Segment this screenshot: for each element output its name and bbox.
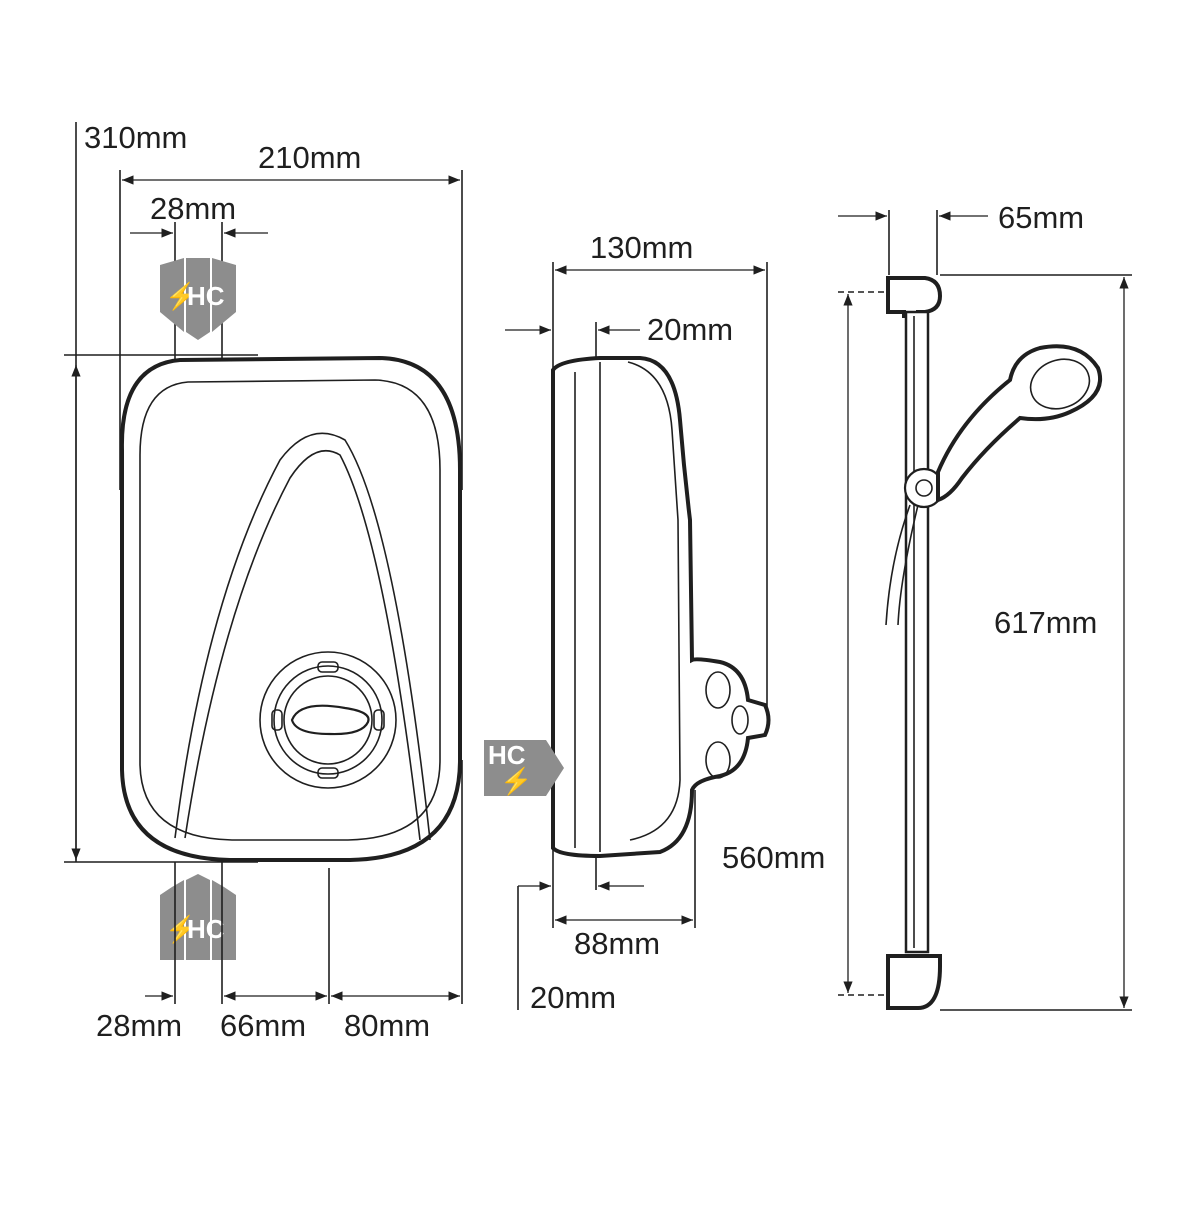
shower-hose-a [885, 504, 911, 626]
shower-body-side [551, 356, 771, 859]
rail-bottom-bracket [886, 954, 942, 1010]
overall-width-label: 210mm [258, 140, 362, 175]
side-view: HC ⚡ [484, 262, 771, 1010]
hc-label-bottom: HC [187, 914, 225, 944]
side-service-entry-badge: HC ⚡ [484, 740, 564, 797]
riser-rail [904, 310, 930, 954]
front-view: ⚡ HC ⚡ HC [64, 122, 463, 1004]
side-port-2 [705, 741, 731, 779]
power-icon-bottom: ⚡ [165, 914, 197, 945]
side-line-3 [627, 361, 681, 841]
rail-offset-label: 65mm [998, 200, 1085, 235]
rail-top-bracket [886, 276, 943, 318]
bottom-gap-label: 66mm [220, 1008, 307, 1043]
temperature-control-knob[interactable] [259, 651, 397, 789]
riser-rail-view [838, 210, 1132, 1011]
shower-hose-b [897, 504, 919, 626]
shower-body-front [119, 355, 462, 862]
bottom-service-entry-badge: ⚡ HC [160, 874, 236, 960]
side-port-3 [731, 705, 749, 735]
shower-handset[interactable] [936, 344, 1103, 503]
handset-head [1029, 358, 1091, 410]
rail-length-label: 617mm [994, 605, 1098, 640]
base-depth-label: 88mm [574, 926, 661, 961]
side-port-1 [705, 671, 731, 709]
power-icon-side: ⚡ [500, 766, 532, 797]
overall-height-label: 310mm [84, 120, 188, 155]
power-icon: ⚡ [165, 281, 197, 312]
bottom-entry-label: 28mm [96, 1008, 183, 1043]
fixing-centres-label: 560mm [722, 840, 826, 875]
rail-slider-knob [915, 479, 933, 497]
depth-label: 130mm [590, 230, 694, 265]
top-service-entry-badge: ⚡ HC [160, 258, 236, 340]
top-entry-label: 28mm [150, 191, 237, 226]
front-panel-curve-outer [174, 432, 431, 841]
shower-inner-border [139, 379, 441, 841]
hc-label: HC [187, 281, 225, 311]
front-panel-curve-inner [184, 450, 421, 841]
hc-label-side: HC [488, 740, 526, 770]
bottom-right-label: 80mm [344, 1008, 431, 1043]
base-step-label: 20mm [530, 980, 617, 1015]
front-step-label: 20mm [647, 312, 734, 347]
